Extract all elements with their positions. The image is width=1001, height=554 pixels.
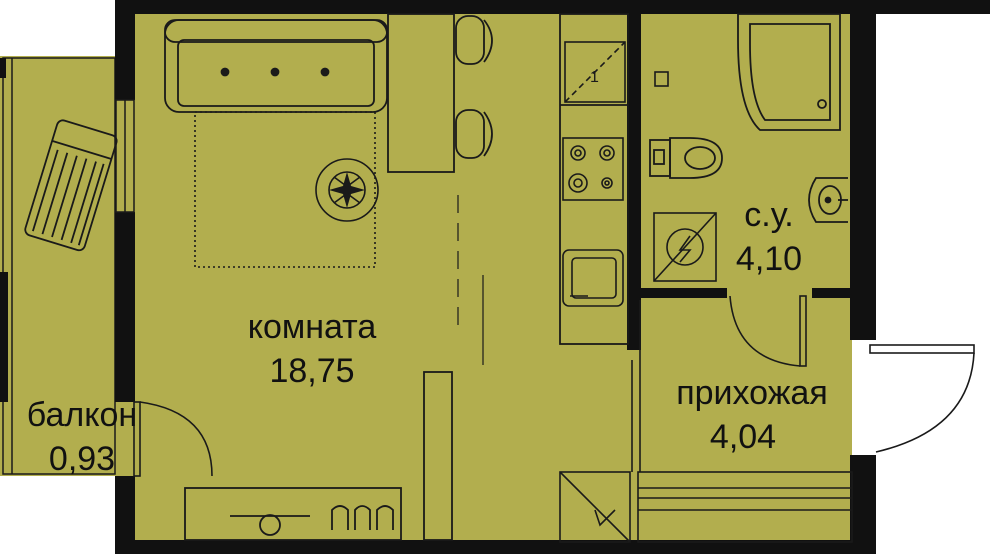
water-heater-icon — [653, 71, 717, 282]
sofa-icon — [164, 19, 388, 113]
wall-left-bottom — [115, 476, 135, 554]
kitchen — [559, 13, 629, 345]
washbasin-icon — [808, 177, 848, 223]
bathroom-name: с.у. — [744, 196, 794, 234]
balcony-name: балкон — [27, 396, 137, 434]
balcony-area: 0,93 — [49, 440, 115, 478]
living-room-name: комната — [248, 308, 377, 346]
bar-counter-icon — [387, 13, 455, 173]
wardrobe-icon — [559, 300, 853, 543]
hallway-area: 4,04 — [710, 418, 776, 456]
living-room-area: 18,75 — [269, 352, 354, 390]
wall-bottom — [115, 540, 855, 554]
hallway-name: прихожая — [676, 374, 828, 412]
cooktop-icon — [562, 137, 624, 201]
bathroom-hallway-floor — [638, 12, 852, 548]
windows — [115, 99, 135, 213]
balcony-wall-mid — [0, 272, 8, 402]
wall-bathroom-bottom-b — [812, 288, 862, 298]
rug-icon — [194, 111, 376, 268]
balcony-wall-top — [0, 58, 6, 78]
fridge-icon: 1 — [564, 41, 626, 103]
toilet-icon — [649, 137, 723, 179]
desk-icon — [184, 371, 453, 541]
living-floor — [118, 12, 638, 548]
wall-right-bottom — [850, 455, 876, 554]
wall-right-top — [850, 0, 876, 340]
wall-left-mid — [115, 212, 135, 402]
svg-text:1: 1 — [590, 69, 599, 86]
zone-line — [457, 195, 484, 365]
wall-bathroom-bottom-a — [627, 288, 727, 298]
plant-icon — [315, 158, 379, 222]
lounger-icon — [24, 119, 118, 252]
doors — [133, 295, 975, 477]
room-labels: комната 18,75 с.у. 4,10 прихожая 4,04 ба… — [27, 196, 828, 478]
bar-stool-icon — [455, 15, 493, 159]
wall-left-top — [115, 0, 135, 100]
balcony-floor — [0, 56, 118, 476]
shower-icon — [737, 13, 841, 131]
bathroom-area: 4,10 — [736, 240, 802, 278]
wall-top — [115, 0, 990, 14]
wall-bathroom-left — [627, 0, 641, 350]
sink-icon — [562, 249, 624, 307]
